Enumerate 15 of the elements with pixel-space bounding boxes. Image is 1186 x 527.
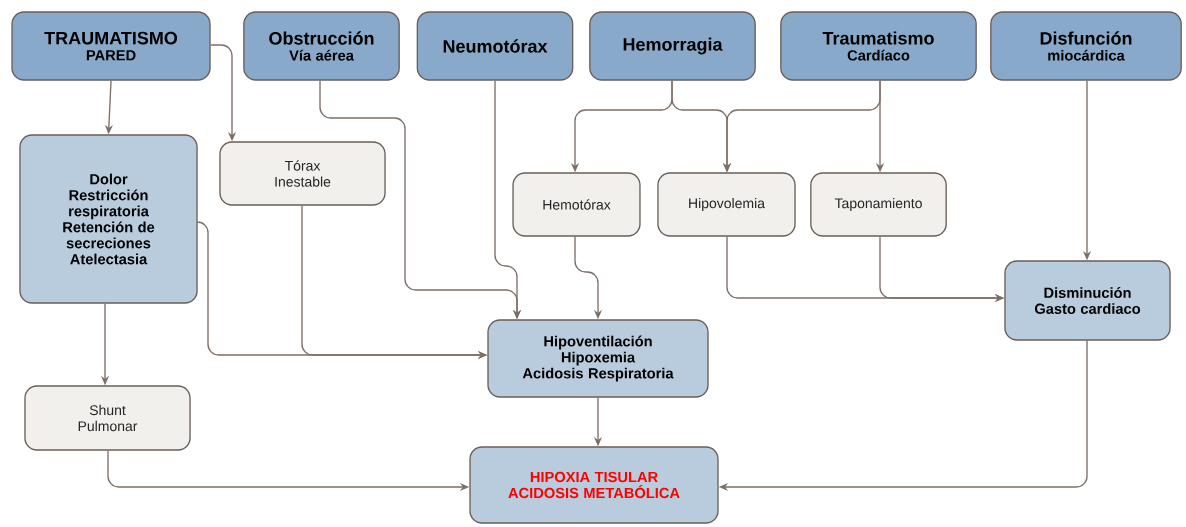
process-box: TRAUMATISMO PARED — [11, 11, 211, 81]
process-box: Hemotórax — [512, 172, 641, 237]
process-box: Disminución Gasto cardiaco — [1004, 260, 1171, 341]
process-box: Traumatismo Cardíaco — [780, 11, 977, 81]
process-box: Obstrucción Vía aérea — [243, 11, 400, 81]
process-box: Dolor Restricción respiratoria Retención de secreciones Atelectasia — [19, 134, 198, 304]
process-box: Shunt Pulmonar — [24, 385, 191, 451]
process-box: HIPOXIA TISULAR ACIDOSIS METABÓLICA — [469, 446, 719, 524]
process-box: Hipovolemia — [657, 172, 796, 237]
process-box: Disfunción miocárdica — [990, 11, 1182, 81]
process-box: Hipoventilación Hipoxemia Acidosis Respiratoria — [487, 319, 709, 398]
process-box: Hemorragia — [589, 11, 756, 81]
process-box: Taponamiento — [810, 172, 947, 237]
process-box: Neumotórax — [416, 11, 574, 81]
process-box: Tórax Inestable — [219, 141, 386, 206]
